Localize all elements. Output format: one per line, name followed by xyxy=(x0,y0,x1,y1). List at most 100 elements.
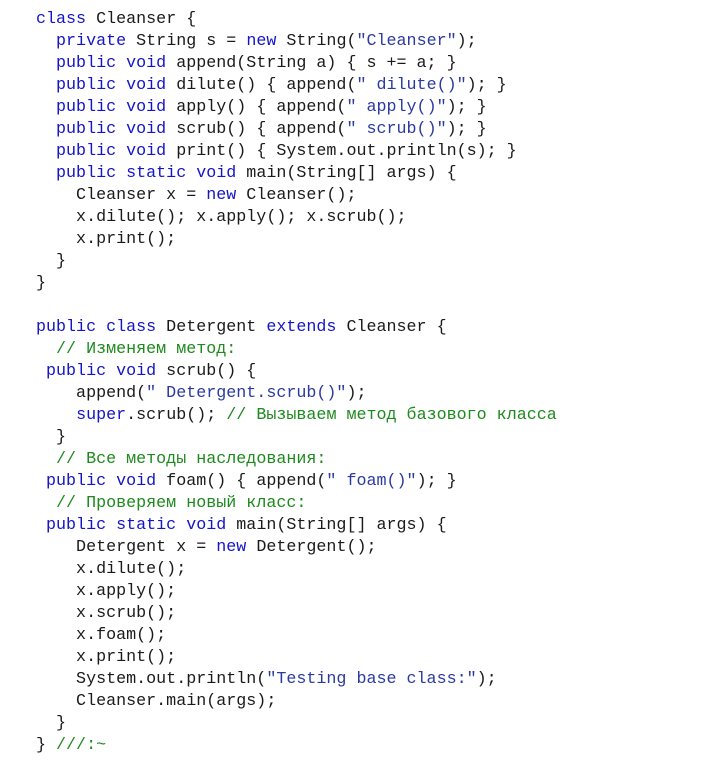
code-text: System.out.println( xyxy=(36,670,267,689)
code-string: "Cleanser" xyxy=(356,32,457,51)
code-keyword: public static void xyxy=(46,516,227,535)
code-line: x.print(); xyxy=(36,647,557,669)
code-line: System.out.println("Testing base class:"… xyxy=(36,669,557,691)
code-line: public void foam() { append(" foam()"); … xyxy=(36,471,557,493)
code-keyword: public class xyxy=(36,318,157,337)
code-keyword: private xyxy=(56,32,127,51)
code-line: x.dilute(); xyxy=(36,559,557,581)
code-text: scrub() { xyxy=(156,362,257,381)
code-text: x.dilute(); x.apply(); x.scrub(); xyxy=(36,208,407,227)
code-line: } xyxy=(36,427,557,449)
code-text: ); } xyxy=(466,76,507,95)
code-comment: ///:~ xyxy=(56,736,107,755)
code-text: Cleanser(); xyxy=(236,186,357,205)
code-text: dilute() { append( xyxy=(166,76,357,95)
code-comment: // Вызываем метод базового класса xyxy=(226,406,557,425)
code-line: public static void main(String[] args) { xyxy=(36,163,557,185)
code-string: " foam()" xyxy=(326,472,417,491)
code-keyword: new xyxy=(206,186,237,205)
code-text: x.print(); xyxy=(36,648,177,667)
code-line: Detergent x = new Detergent(); xyxy=(36,537,557,559)
code-text: foam() { append( xyxy=(156,472,327,491)
code-line: // Все методы наследования: xyxy=(36,449,557,471)
code-keyword: public void xyxy=(56,98,167,117)
code-text: Cleanser x = xyxy=(36,186,207,205)
code-line: public class Detergent extends Cleanser … xyxy=(36,317,557,339)
code-keyword: public static void xyxy=(56,164,237,183)
code-text: ); } xyxy=(446,120,487,139)
code-line: x.scrub(); xyxy=(36,603,557,625)
code-line: public void print() { System.out.println… xyxy=(36,141,557,163)
code-line: Cleanser.main(args); xyxy=(36,691,557,713)
code-text: ); } xyxy=(416,472,457,491)
code-line: x.dilute(); x.apply(); x.scrub(); xyxy=(36,207,557,229)
code-text xyxy=(36,516,46,535)
code-line: public void scrub() { xyxy=(36,361,557,383)
code-string: " Detergent.scrub()" xyxy=(146,384,347,403)
code-text: } xyxy=(36,714,67,733)
code-line xyxy=(36,295,557,317)
code-keyword: public void xyxy=(56,142,167,161)
code-line: public void dilute() { append(" dilute()… xyxy=(36,75,557,97)
code-text: String s = xyxy=(126,32,247,51)
code-line: super.scrub(); // Вызываем метод базовог… xyxy=(36,405,557,427)
code-line: } xyxy=(36,273,557,295)
code-text: scrub() { append( xyxy=(166,120,347,139)
code-keyword: new xyxy=(216,538,247,557)
code-line: public void append(String a) { s += a; } xyxy=(36,53,557,75)
code-line: } ///:~ xyxy=(36,735,557,757)
code-text: apply() { append( xyxy=(166,98,347,117)
code-text: main(String[] args) { xyxy=(236,164,457,183)
code-line: public void scrub() { append(" scrub()")… xyxy=(36,119,557,141)
code-comment: // Изменяем метод: xyxy=(56,340,237,359)
code-text xyxy=(36,54,56,73)
code-keyword: public void xyxy=(56,120,167,139)
code-keyword: extends xyxy=(266,318,337,337)
code-text: String( xyxy=(276,32,357,51)
code-text xyxy=(36,120,56,139)
code-line: Cleanser x = new Cleanser(); xyxy=(36,185,557,207)
code-text: Cleanser.main(args); xyxy=(36,692,277,711)
code-text xyxy=(36,32,56,51)
code-text: ); } xyxy=(446,98,487,117)
code-line: x.print(); xyxy=(36,229,557,251)
code-text xyxy=(36,164,56,183)
code-text: Detergent xyxy=(156,318,267,337)
code-text: Cleanser { xyxy=(86,10,197,29)
code-string: "Testing base class:" xyxy=(266,670,477,689)
code-comment: // Все методы наследования: xyxy=(56,450,327,469)
code-text: Cleanser { xyxy=(336,318,447,337)
code-text: x.foam(); xyxy=(36,626,167,645)
code-text: x.dilute(); xyxy=(36,560,187,579)
code-line: // Проверяем новый класс: xyxy=(36,493,557,515)
code-text: } xyxy=(36,274,47,293)
code-text xyxy=(36,340,56,359)
code-text xyxy=(36,494,56,513)
code-line: x.apply(); xyxy=(36,581,557,603)
code-text xyxy=(36,472,46,491)
code-keyword: super xyxy=(76,406,127,425)
code-keyword: public void xyxy=(46,362,157,381)
code-text: x.apply(); xyxy=(36,582,177,601)
code-text: print() { System.out.println(s); } xyxy=(166,142,517,161)
code-line: append(" Detergent.scrub()"); xyxy=(36,383,557,405)
code-keyword: public void xyxy=(46,472,157,491)
code-line: public void apply() { append(" apply()")… xyxy=(36,97,557,119)
code-string: " scrub()" xyxy=(346,120,447,139)
code-listing: class Cleanser { private String s = new … xyxy=(36,9,557,757)
code-text xyxy=(36,450,56,469)
code-text: ); xyxy=(456,32,477,51)
code-text: .scrub(); xyxy=(126,406,227,425)
code-text: ); xyxy=(476,670,497,689)
code-text xyxy=(36,142,56,161)
code-text: } xyxy=(36,736,57,755)
code-line: x.foam(); xyxy=(36,625,557,647)
code-text: main(String[] args) { xyxy=(226,516,447,535)
code-text: x.scrub(); xyxy=(36,604,177,623)
code-keyword: public void xyxy=(56,54,167,73)
code-text xyxy=(36,362,46,381)
code-text xyxy=(36,98,56,117)
code-text: } xyxy=(36,428,67,447)
code-text xyxy=(36,406,76,425)
code-text: Detergent x = xyxy=(36,538,217,557)
